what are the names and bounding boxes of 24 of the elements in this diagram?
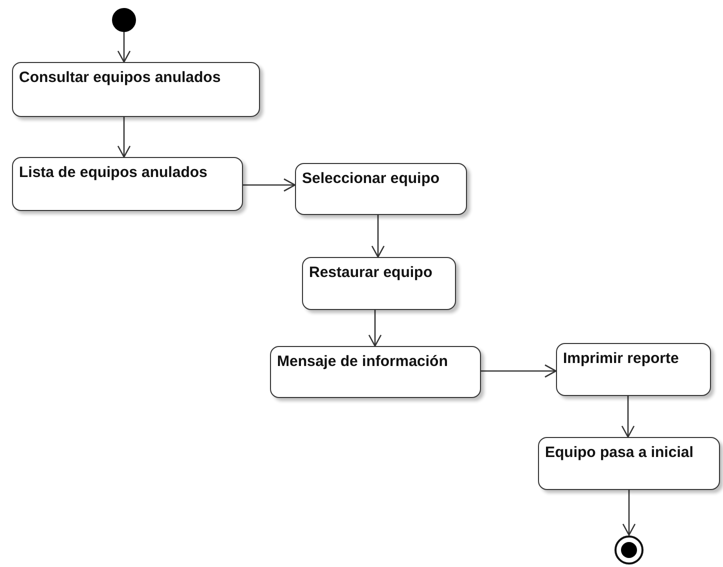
action-box bbox=[12, 157, 243, 211]
arrow bbox=[117, 117, 131, 158]
action-label: Equipo pasa a inicial bbox=[545, 444, 694, 461]
action-label: Mensaje de información bbox=[277, 353, 448, 370]
action-label: Imprimir reporte bbox=[563, 350, 679, 367]
arrow bbox=[371, 215, 385, 258]
action-box bbox=[270, 346, 481, 398]
arrow bbox=[621, 396, 635, 438]
arrow bbox=[117, 32, 131, 63]
action-box bbox=[12, 62, 260, 117]
action-box bbox=[556, 343, 711, 396]
arrow bbox=[622, 490, 636, 536]
arrow bbox=[368, 310, 382, 347]
arrow bbox=[481, 364, 557, 378]
action-box bbox=[538, 437, 720, 490]
action-label: Restaurar equipo bbox=[309, 264, 432, 281]
arrow bbox=[243, 178, 296, 192]
action-label: Lista de equipos anulados bbox=[19, 164, 208, 181]
action-label: Consultar equipos anulados bbox=[19, 69, 221, 86]
action-box bbox=[302, 257, 456, 310]
initial-node bbox=[112, 8, 136, 32]
final-node bbox=[614, 535, 644, 565]
action-box bbox=[295, 163, 467, 215]
action-label: Seleccionar equipo bbox=[302, 170, 440, 187]
